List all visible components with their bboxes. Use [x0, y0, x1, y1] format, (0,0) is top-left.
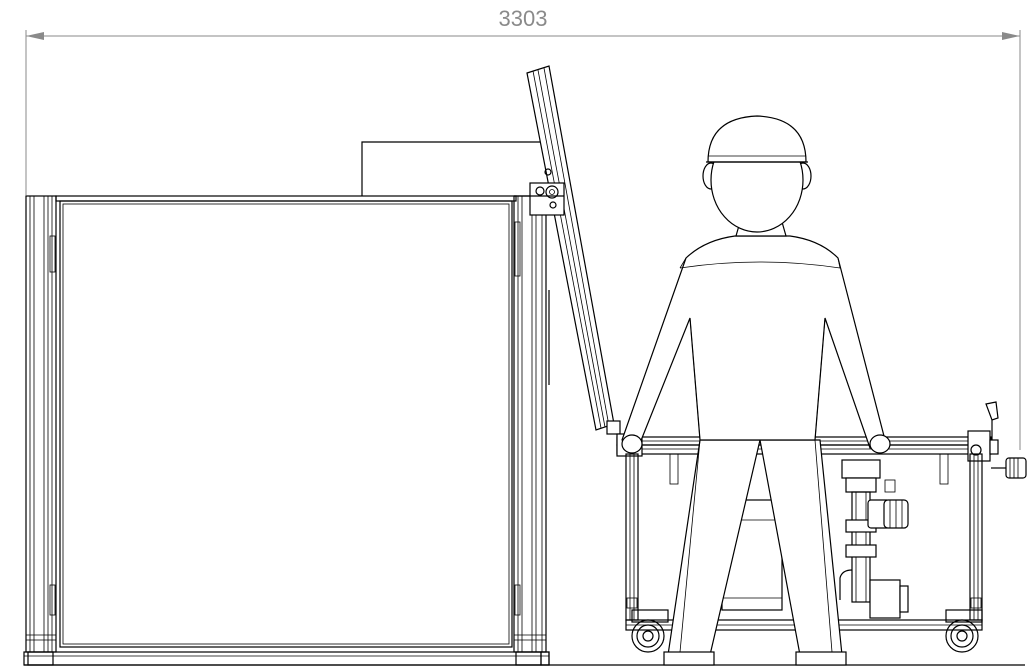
raised-lid	[514, 65, 621, 435]
cart-leg-right	[969, 453, 983, 621]
enclosure-base-rail	[23, 651, 550, 666]
valve-assembly	[839, 459, 909, 619]
enclosure-post-left	[25, 195, 57, 653]
worker-jacket	[621, 221, 891, 454]
enclosure-post-right	[513, 195, 550, 653]
clamp-handle	[967, 401, 1027, 479]
hinge-bolt	[535, 186, 545, 196]
caster-wheel-left	[631, 609, 669, 653]
left-enclosure	[23, 141, 550, 666]
rear-box-outline	[361, 141, 545, 196]
worker-figure	[621, 115, 891, 666]
enclosure-foot-left	[27, 651, 54, 666]
hard-hat-icon	[707, 115, 807, 163]
dimension-arrow-left	[26, 32, 44, 40]
dimension-line: 3303	[25, 6, 1021, 450]
caster-wheel-right	[945, 609, 983, 653]
enclosure-foot-right	[515, 651, 542, 666]
enclosure-panel	[59, 200, 513, 648]
enclosure-top-rail	[55, 195, 517, 202]
worker-head	[702, 115, 812, 233]
dimension-label: 3303	[499, 6, 548, 31]
worker-hand-right	[869, 434, 891, 454]
worker-hand-left	[621, 434, 643, 454]
cart-leg-left	[625, 453, 639, 621]
dimension-arrow-right	[1002, 32, 1020, 40]
worker-legs	[663, 439, 847, 666]
